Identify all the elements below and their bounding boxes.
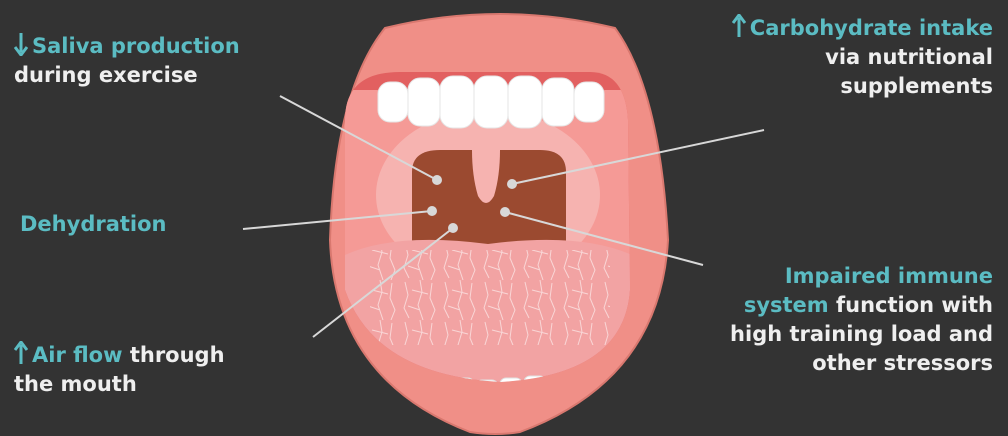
label-dehydration: Dehydration (20, 210, 167, 239)
carb-line2: via nutritional (732, 43, 993, 72)
up-arrow-icon (732, 14, 746, 38)
immune-line2-rest: function with (829, 293, 993, 317)
up-arrow-icon (14, 341, 28, 365)
dehydration-title: Dehydration (20, 212, 167, 236)
down-arrow-icon (14, 32, 28, 56)
immune-line2-highlight: system (744, 293, 829, 317)
immune-line3: high training load and (730, 320, 993, 349)
upper-teeth (378, 76, 604, 128)
airflow-line2: the mouth (14, 370, 225, 399)
airflow-title: Air flow (32, 343, 123, 367)
label-carb: Carbohydrate intake via nutritional supp… (732, 14, 993, 101)
saliva-title: Saliva production (32, 34, 240, 58)
immune-line1: Impaired immune (730, 262, 993, 291)
immune-line4: other stressors (730, 349, 993, 378)
saliva-desc: during exercise (14, 61, 240, 90)
carb-line3: supplements (732, 72, 993, 101)
label-airflow: Air flow through the mouth (14, 341, 225, 399)
label-saliva: Saliva production during exercise (14, 32, 240, 90)
airflow-rest: through (123, 343, 225, 367)
carb-title: Carbohydrate intake (750, 16, 993, 40)
label-immune: Impaired immune system function with hig… (730, 262, 993, 378)
